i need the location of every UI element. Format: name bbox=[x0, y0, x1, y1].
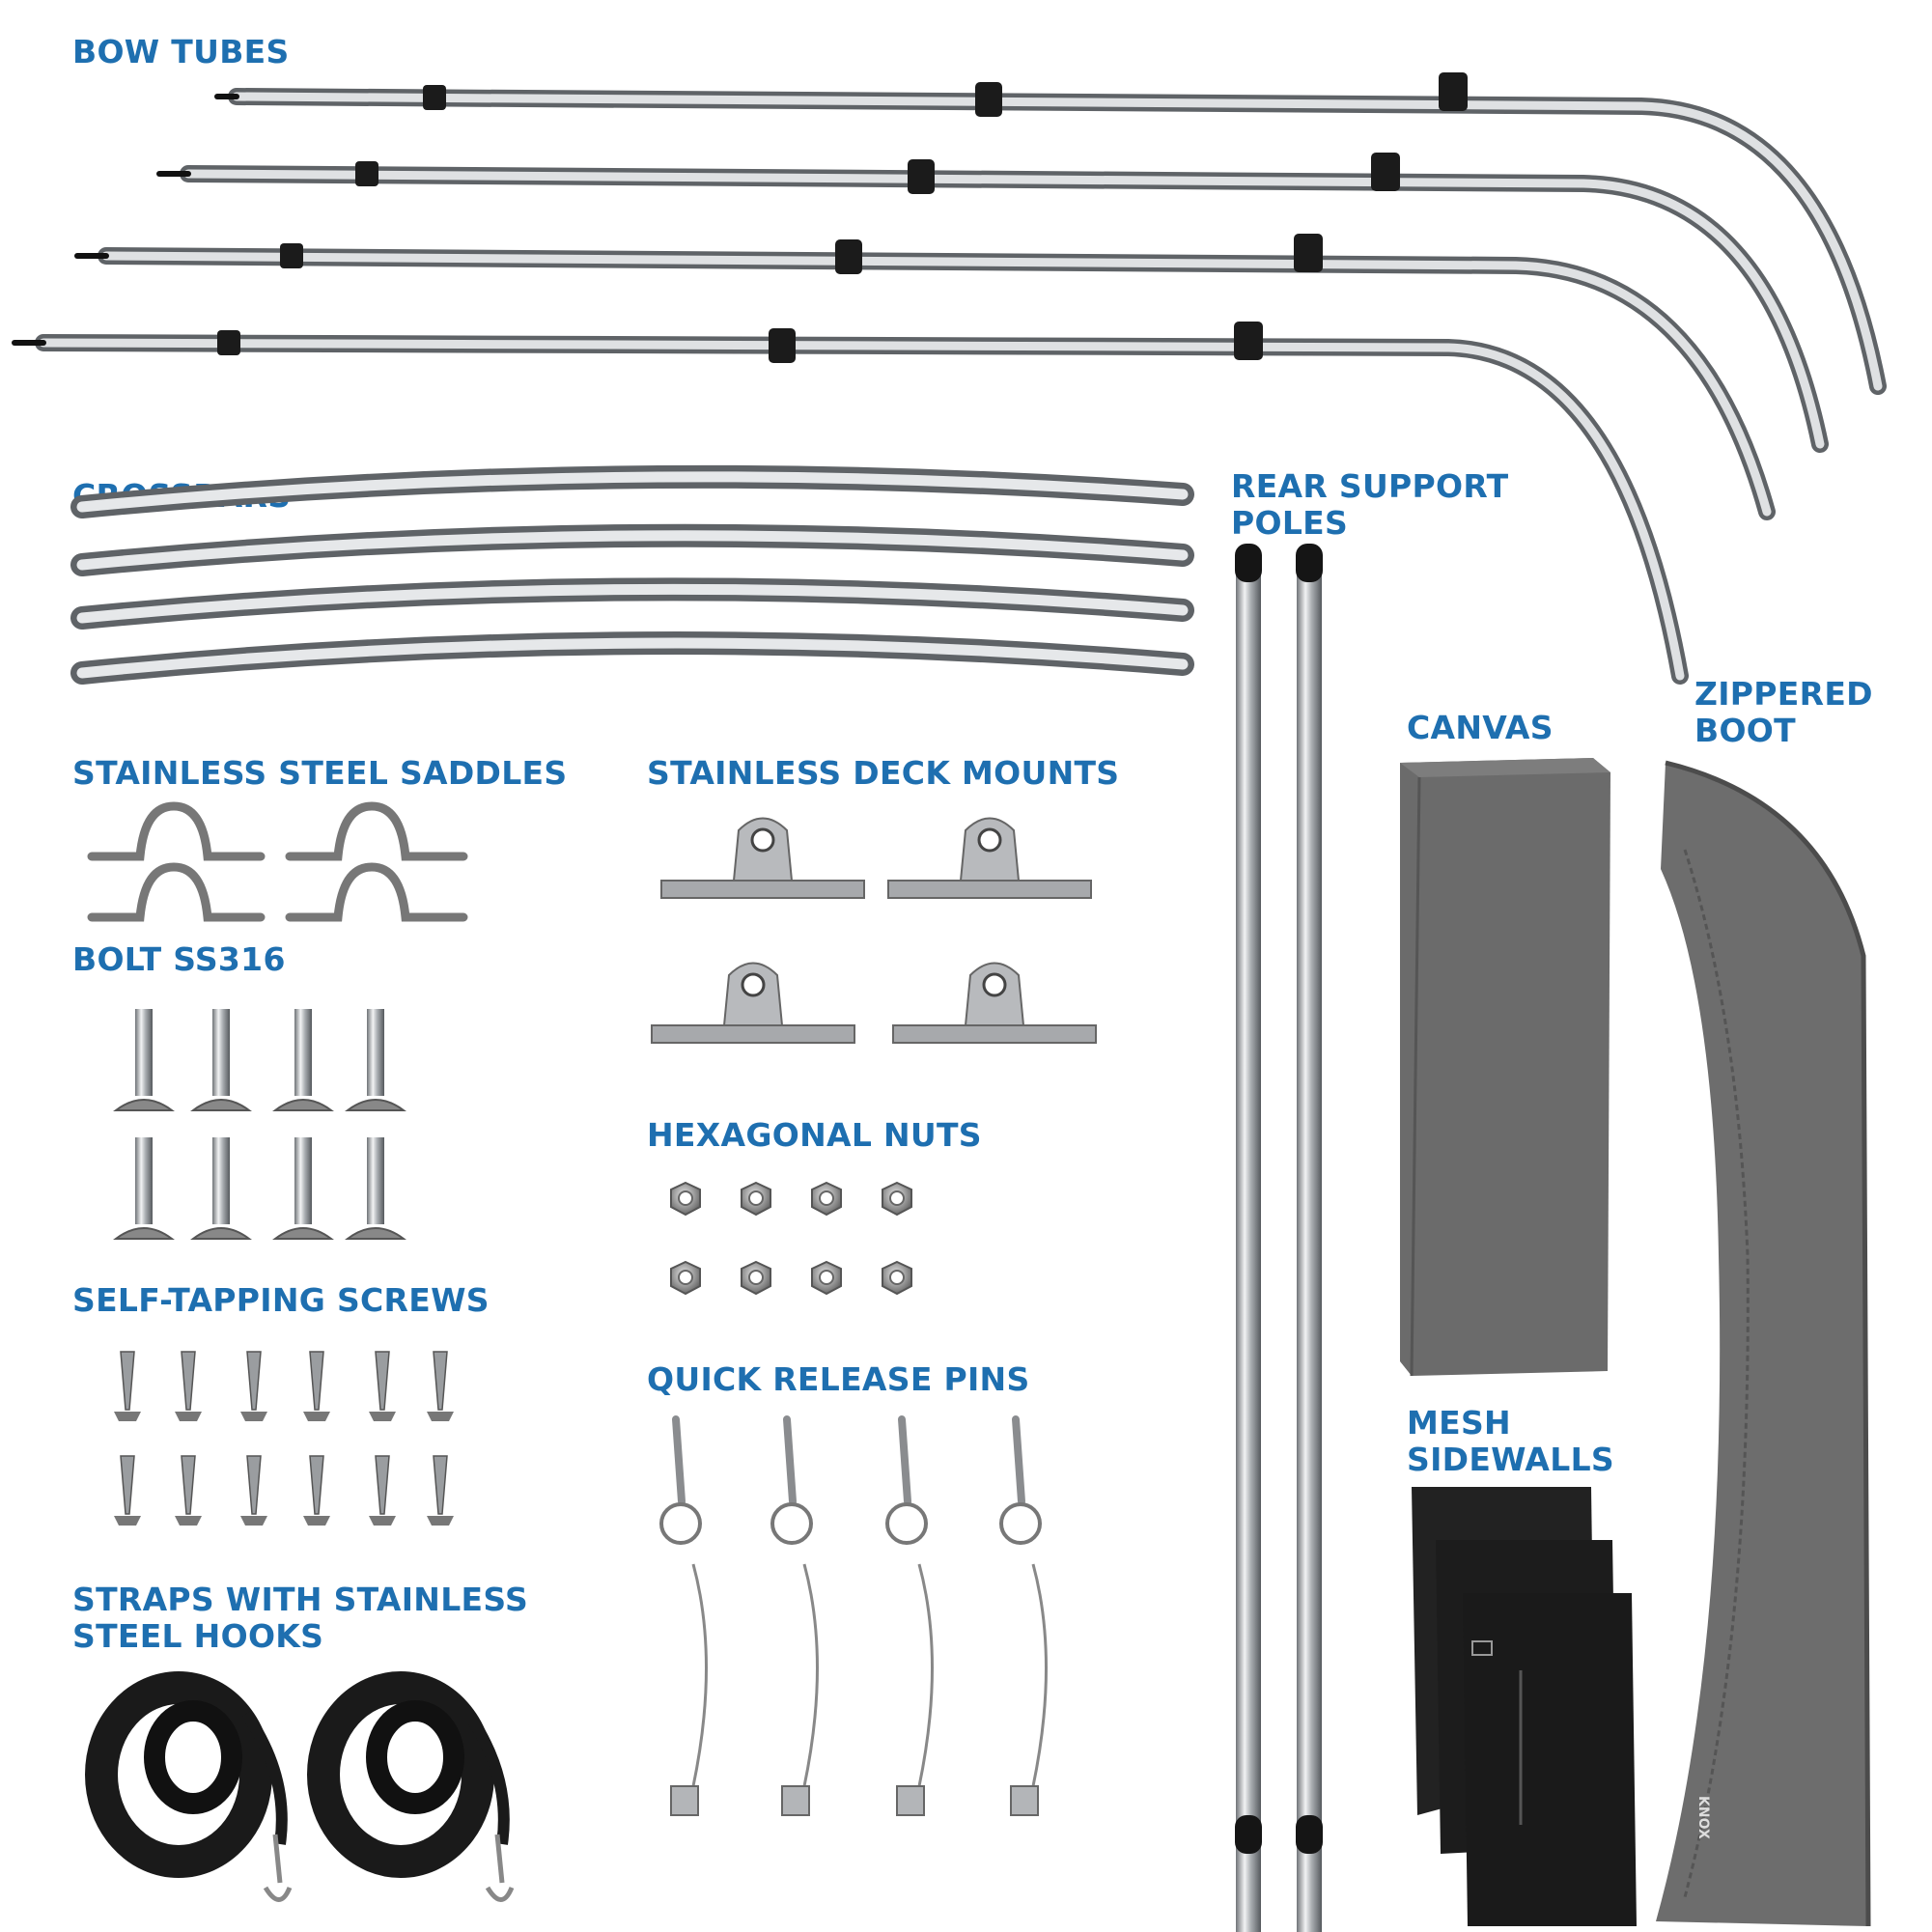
bow-tube-3 bbox=[74, 247, 1776, 520]
zippered-boot-label-2: BOOT bbox=[1694, 712, 1796, 749]
hexagonal-nuts bbox=[670, 1181, 912, 1295]
rear-support-poles bbox=[1235, 544, 1323, 1932]
mesh-sidewalls-label-1: MESH bbox=[1407, 1404, 1511, 1442]
zippered-boot: KNOX bbox=[1656, 760, 1871, 1927]
mesh-sidewalls-label-2: SIDEWALLS bbox=[1407, 1441, 1614, 1478]
bow-tubes-label: BOW TUBES bbox=[72, 33, 290, 70]
bolts-ss316 bbox=[113, 1008, 405, 1240]
deck-mounts-label: STAINLESS DECK MOUNTS bbox=[647, 754, 1120, 792]
canvas-folded bbox=[1400, 758, 1610, 1377]
stainless-steel-saddles bbox=[87, 801, 468, 922]
quick-release-label: QUICK RELEASE PINS bbox=[647, 1360, 1030, 1398]
rear-support-label-1: REAR SUPPORT bbox=[1231, 467, 1509, 505]
crossbars bbox=[70, 464, 1194, 685]
straps-with-hooks bbox=[85, 1671, 512, 1900]
zippered-boot-label-1: ZIPPERED bbox=[1694, 675, 1873, 713]
straps-label-1: STRAPS WITH STAINLESS bbox=[72, 1581, 529, 1618]
self-tapping-screws bbox=[113, 1351, 455, 1526]
saddles-label: STAINLESS STEEL SADDLES bbox=[72, 754, 568, 792]
bolt-label: BOLT SS316 bbox=[72, 940, 286, 978]
brand-logo: KNOX bbox=[1695, 1796, 1711, 1839]
straps-label-2: STEEL HOOKS bbox=[72, 1617, 324, 1655]
bow-tube-4 bbox=[12, 334, 1689, 685]
self-tapping-label: SELF-TAPPING SCREWS bbox=[72, 1281, 490, 1319]
quick-release-pins bbox=[659, 1415, 1047, 1815]
stainless-deck-mounts bbox=[651, 817, 1097, 1044]
canvas-label: CANVAS bbox=[1407, 709, 1554, 746]
bow-tube-1 bbox=[214, 88, 1887, 395]
hex-nuts-label: HEXAGONAL NUTS bbox=[647, 1116, 982, 1154]
bow-tube-2 bbox=[156, 165, 1829, 453]
rear-support-label-2: POLES bbox=[1231, 504, 1349, 542]
bow-tubes bbox=[12, 72, 1887, 685]
mesh-sidewalls bbox=[1412, 1487, 1637, 1926]
